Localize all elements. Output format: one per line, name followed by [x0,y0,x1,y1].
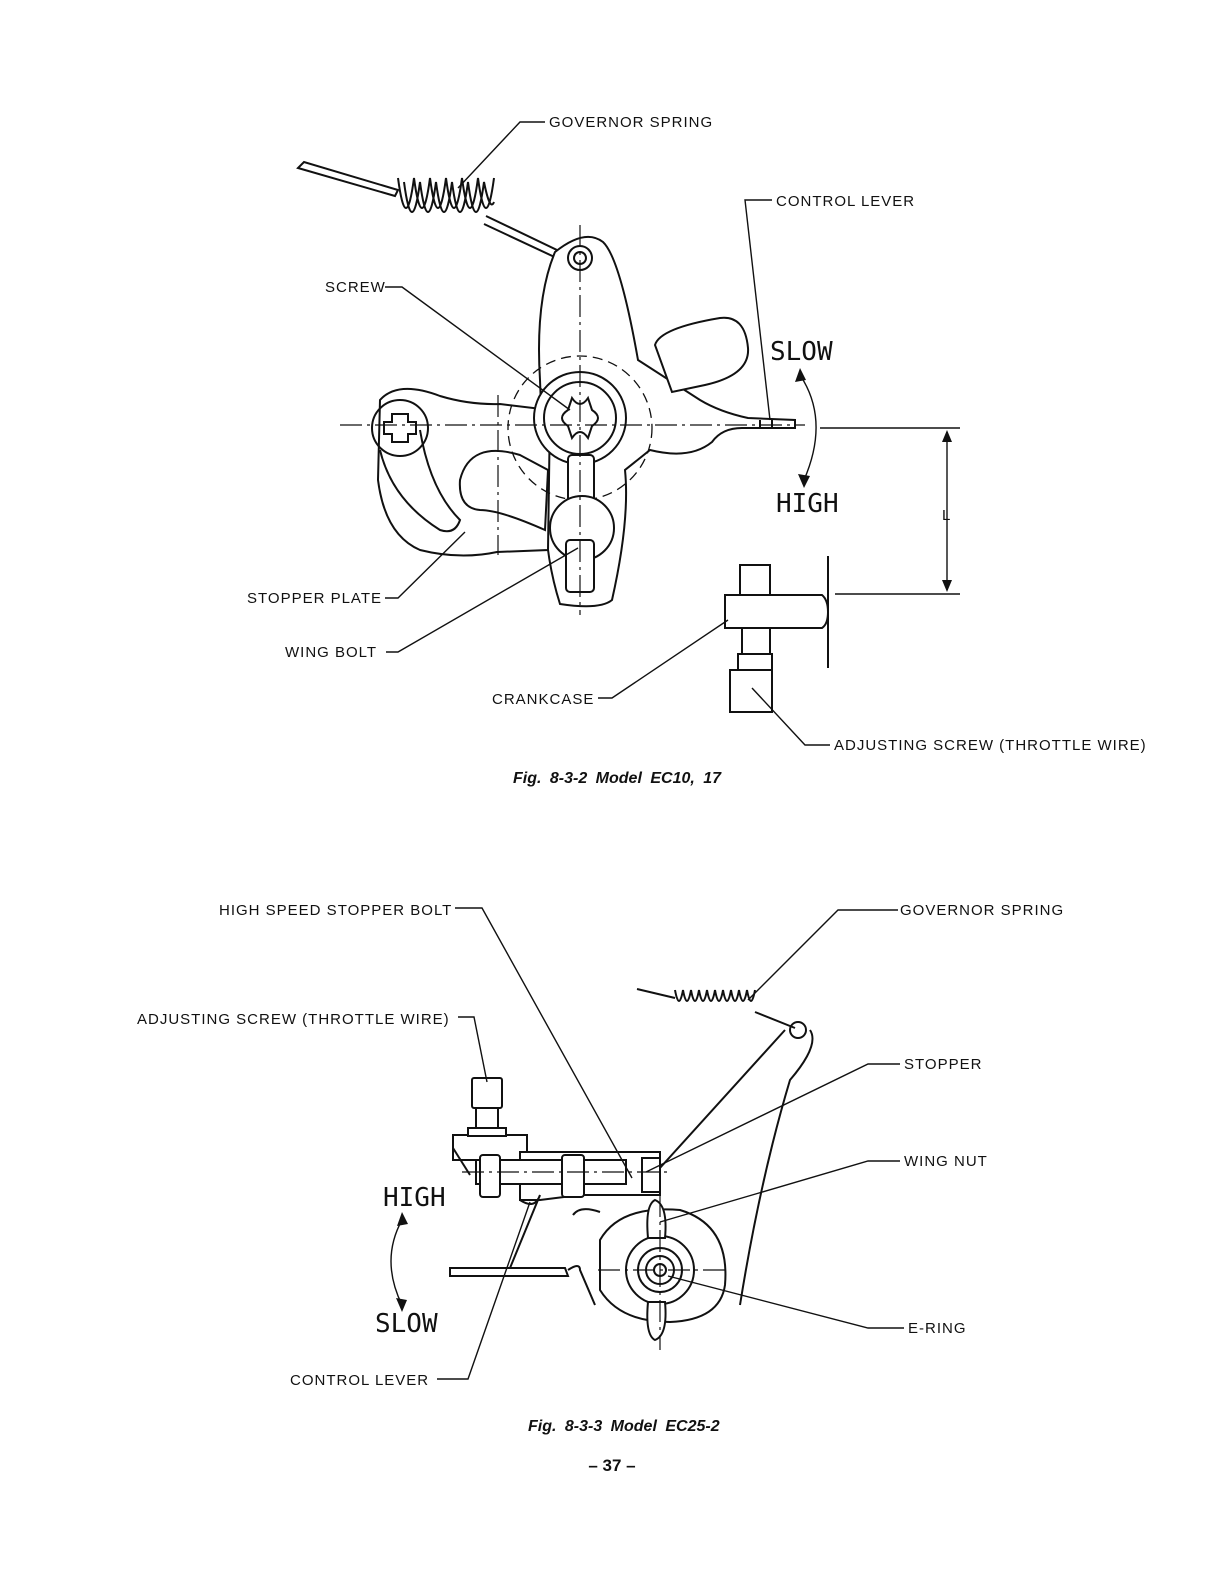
figure-2-caption: Fig. 8-3-3 Model EC25-2 [528,1418,720,1436]
slow-direction-label: SLOW [375,1309,438,1339]
high-direction-label: HIGH [383,1183,446,1213]
stopper-label: STOPPER [904,1056,982,1073]
figure-ec25-2-diagram: HIGH SLOW HIGH SPEED STOPPER BOLT GOVERN… [0,0,1224,1440]
control-lever-label: CONTROL LEVER [290,1372,429,1389]
governor-spring-part [637,989,806,1038]
e-ring-label: E-RING [908,1320,967,1337]
high-speed-stopper-bolt-label: HIGH SPEED STOPPER BOLT [219,902,452,919]
adjusting-screw-label: ADJUSTING SCREW (THROTTLE WIRE) [137,1011,450,1028]
wing-nut-label: WING NUT [904,1153,988,1170]
governor-spring-label: GOVERNOR SPRING [900,902,1064,919]
page-number: – 37 – [0,1456,1224,1476]
lever-arm-part [450,1030,813,1340]
